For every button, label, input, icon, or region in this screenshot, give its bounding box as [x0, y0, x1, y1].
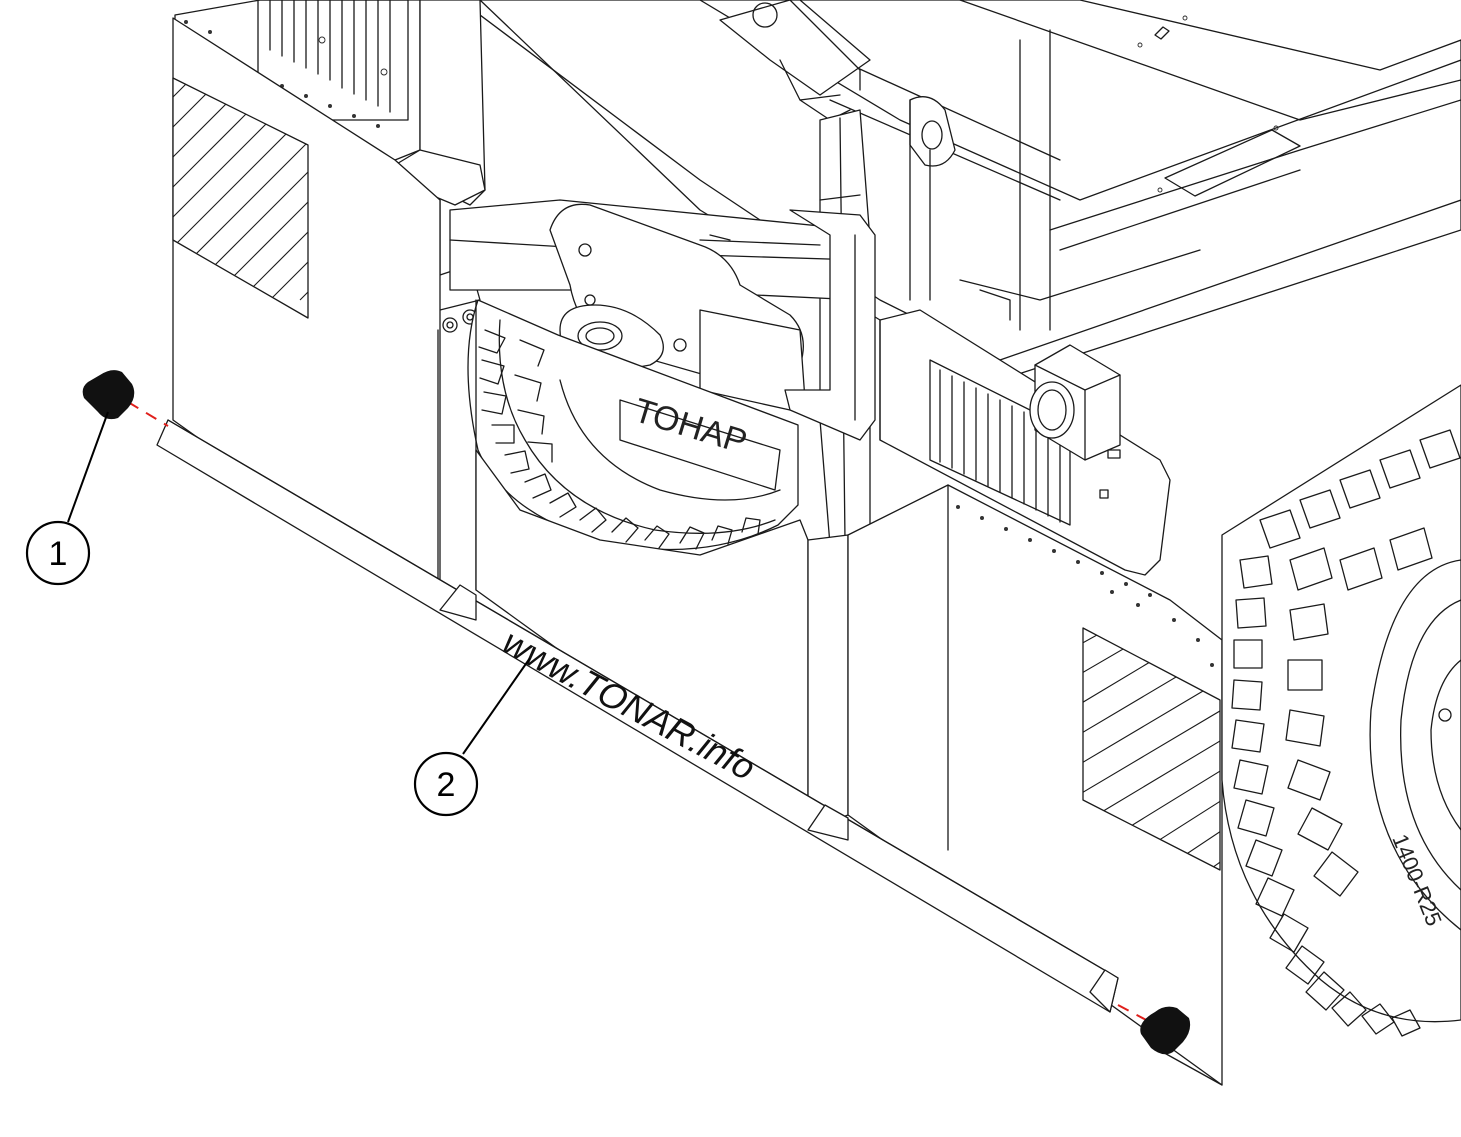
middle-mudflap [475, 449, 849, 831]
right-tire: 1400-R25 [1221, 384, 1461, 1037]
center-tire: ТОНАР [467, 299, 799, 551]
rear-crossbar [394, 0, 876, 555]
leader-line-1 [67, 411, 109, 523]
part-1-assembly [82, 370, 1191, 1055]
rubber-bumper-icon [82, 370, 135, 420]
leader-line-2 [462, 657, 531, 755]
callout-2: 2 [413, 751, 479, 817]
callout-1-label: 1 [49, 535, 68, 573]
callout-2-label: 2 [437, 766, 456, 804]
right-mudflap [847, 309, 1223, 1086]
callout-1: 1 [25, 520, 91, 586]
rubber-bumper-icon [1140, 1006, 1191, 1055]
